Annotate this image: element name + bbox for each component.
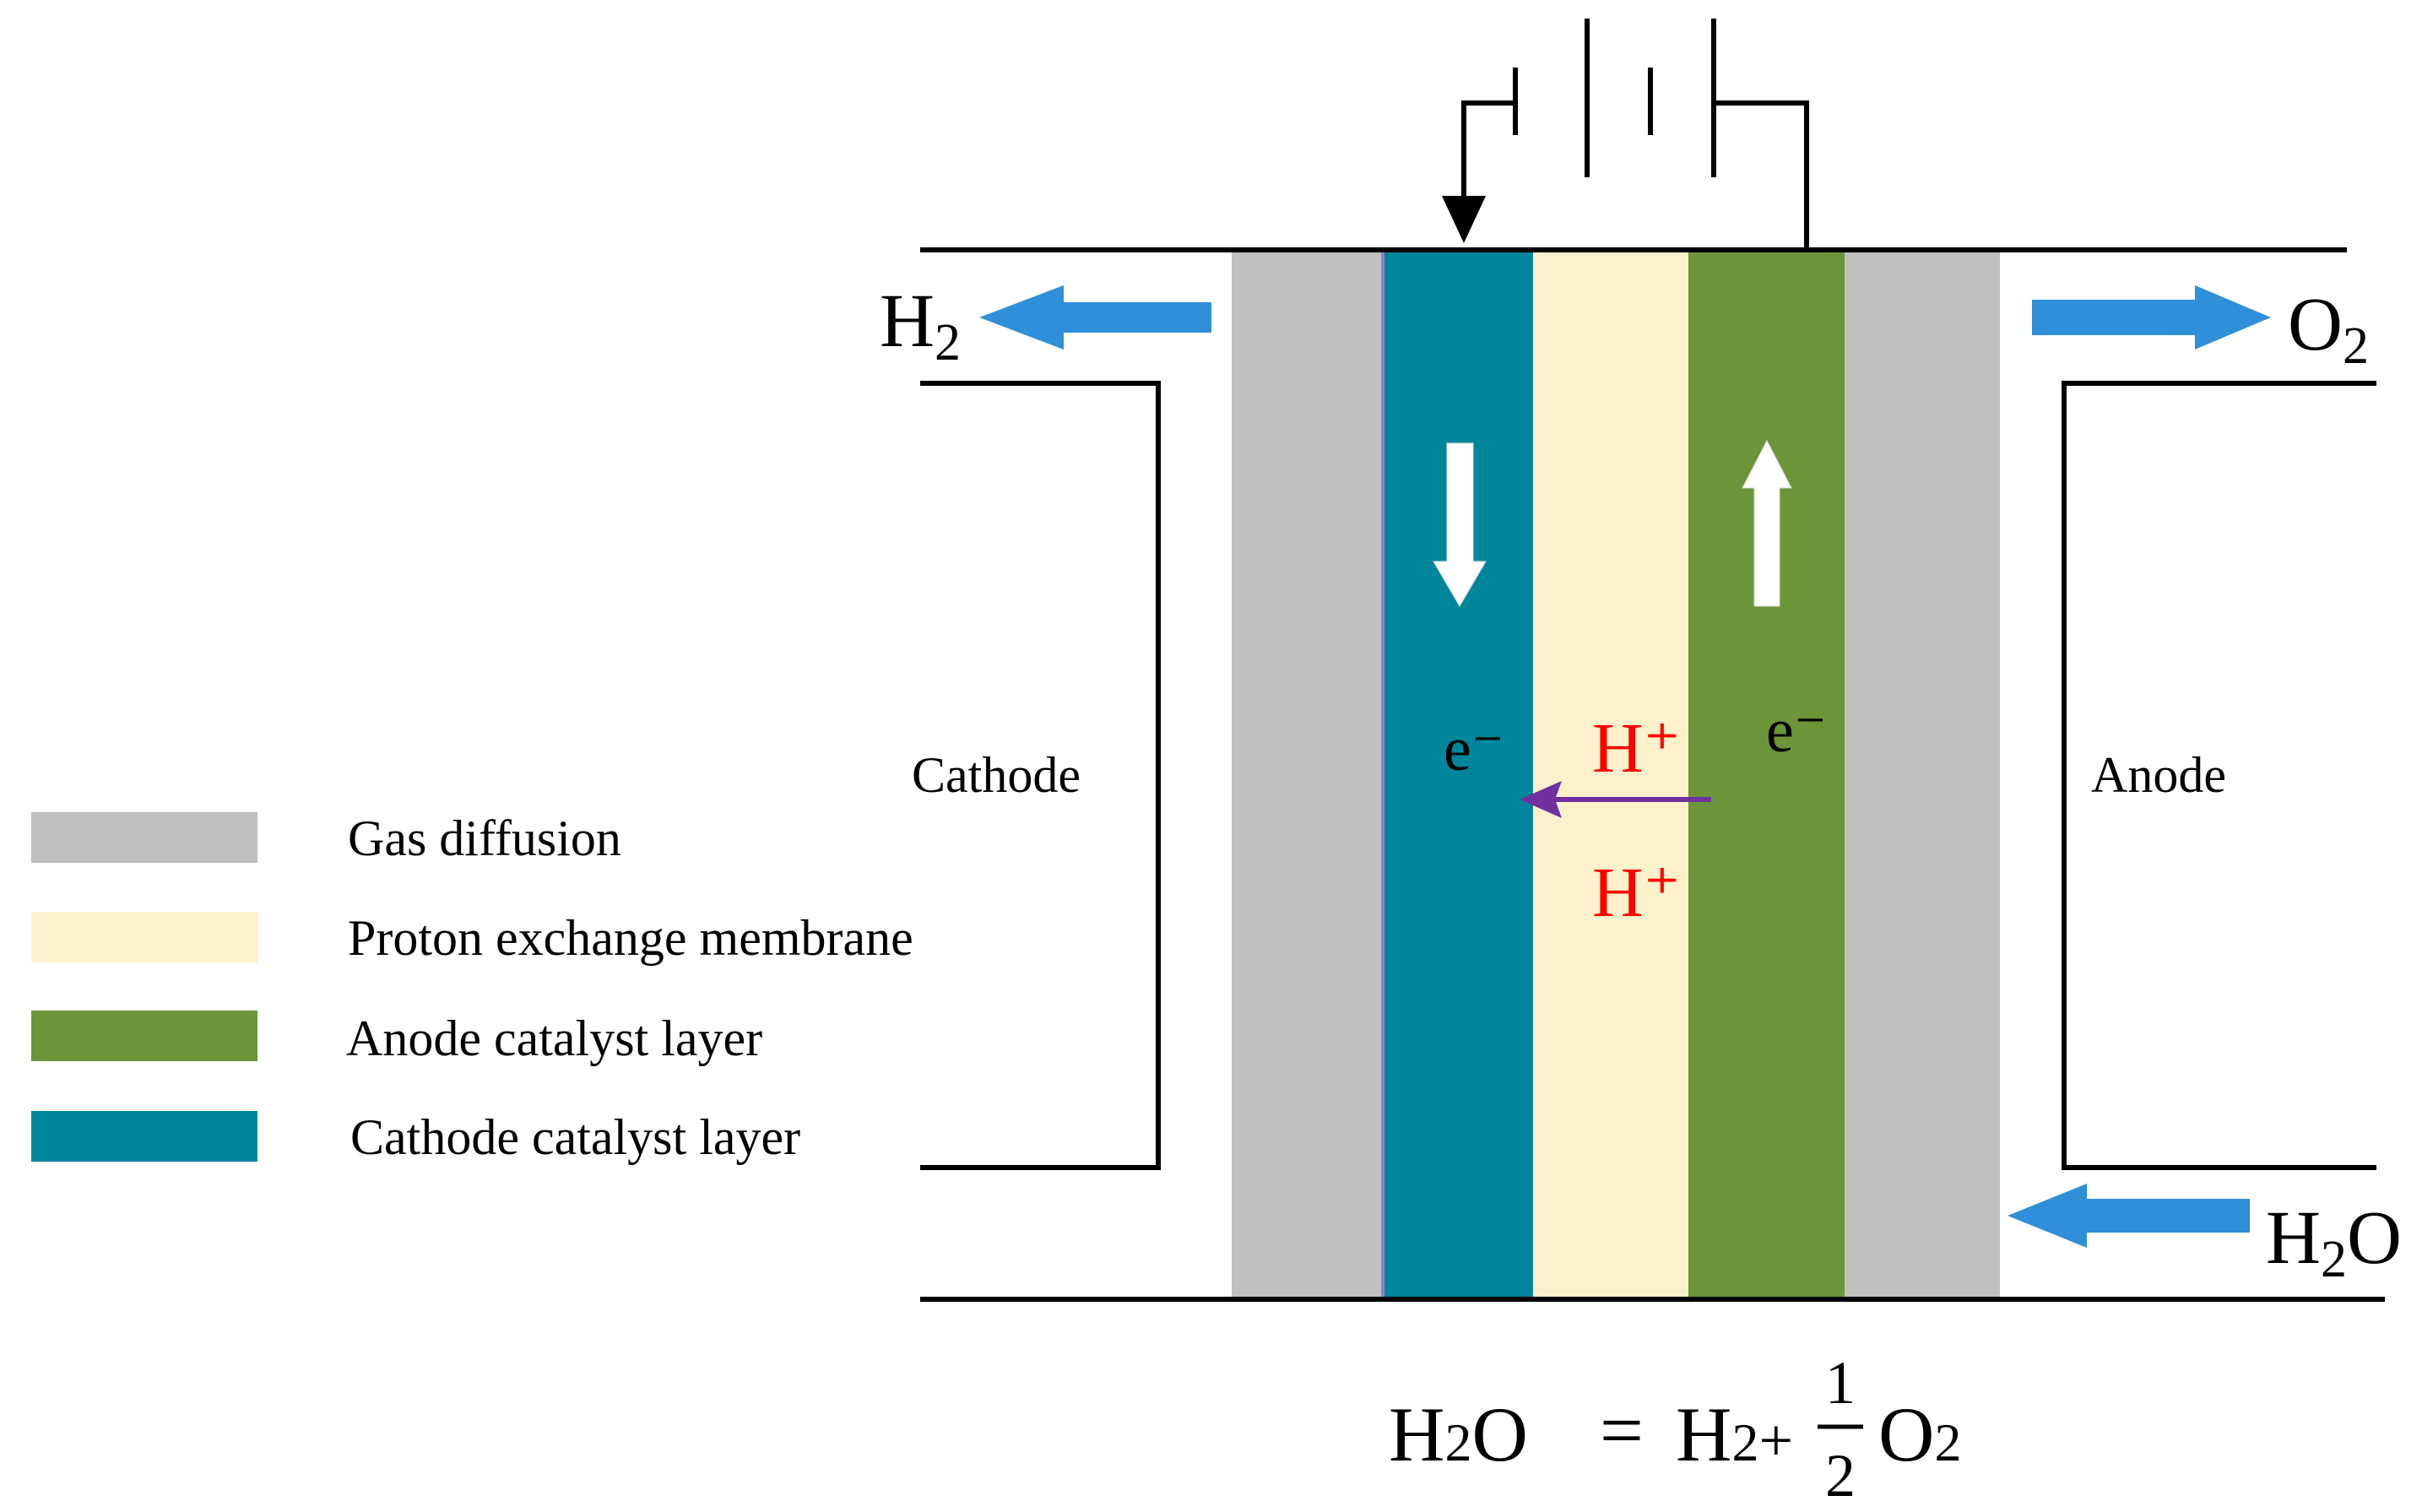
proton-transfer-arrowhead	[1520, 781, 1562, 818]
wire-to-cathode	[1461, 100, 1515, 201]
cathode-gas-diffusion-layer	[1232, 252, 1382, 1299]
current-arrowhead	[1442, 196, 1486, 243]
anode-gas-diffusion-layer	[1845, 252, 2000, 1299]
legend-label-gas-diffusion: Gas diffusion	[348, 810, 621, 866]
equation-rhs-h2: H2+	[1676, 1391, 1793, 1477]
anode-chamber-wall	[2062, 381, 2376, 1170]
o2-outflow-arrow	[2032, 285, 2271, 350]
o2-outflow-label: O2	[2288, 283, 2369, 375]
legend-swatch-membrane	[31, 912, 257, 962]
proton-label-top: H⁺	[1592, 709, 1681, 788]
electron-label-anode: e⁻	[1766, 696, 1827, 766]
h2o-inflow-label: H2O	[2266, 1196, 2402, 1288]
h2-outflow-label: H2	[880, 279, 961, 371]
legend-swatch-cathode-catalyst	[31, 1111, 257, 1162]
equation-lhs: H2O	[1389, 1391, 1528, 1477]
power-source	[1461, 19, 1809, 250]
anode-catalyst-layer	[1688, 252, 1845, 1299]
equation-equals: =	[1600, 1387, 1644, 1473]
housing	[920, 247, 2385, 1302]
equation-fraction-numerator: 1	[1825, 1349, 1856, 1417]
legend-label-membrane: Proton exchange membrane	[348, 910, 913, 966]
cathode-label: Cathode	[912, 747, 1081, 803]
electron-up-arrow	[1742, 439, 1792, 607]
cathode-chamber-wall	[920, 381, 1161, 1170]
anode-label: Anode	[2091, 747, 2226, 803]
legend-swatch-gas-diffusion	[31, 812, 257, 863]
wire-to-anode	[1714, 100, 1809, 250]
electron-label-cathode: e⁻	[1444, 715, 1504, 784]
proton-exchange-membrane	[1533, 252, 1688, 1299]
electron-down-arrow	[1433, 442, 1487, 607]
equation-fraction-denominator: 2	[1825, 1442, 1856, 1509]
h2-outflow-arrow	[979, 285, 1211, 350]
legend: Gas diffusion Proton exchange membrane A…	[31, 810, 913, 1165]
cathode-catalyst-layer	[1382, 252, 1533, 1299]
proton-label-bottom: H⁺	[1592, 854, 1681, 932]
legend-label-cathode-catalyst: Cathode catalyst layer	[350, 1109, 800, 1165]
legend-label-anode-catalyst: Anode catalyst layer	[346, 1011, 762, 1066]
reaction-equation: H2O = H2+ 1 2 O2	[1389, 1349, 1961, 1509]
legend-swatch-anode-catalyst	[31, 1011, 257, 1061]
h2o-inflow-arrow	[2007, 1184, 2250, 1248]
equation-rhs-o2: O2	[1878, 1391, 1961, 1477]
